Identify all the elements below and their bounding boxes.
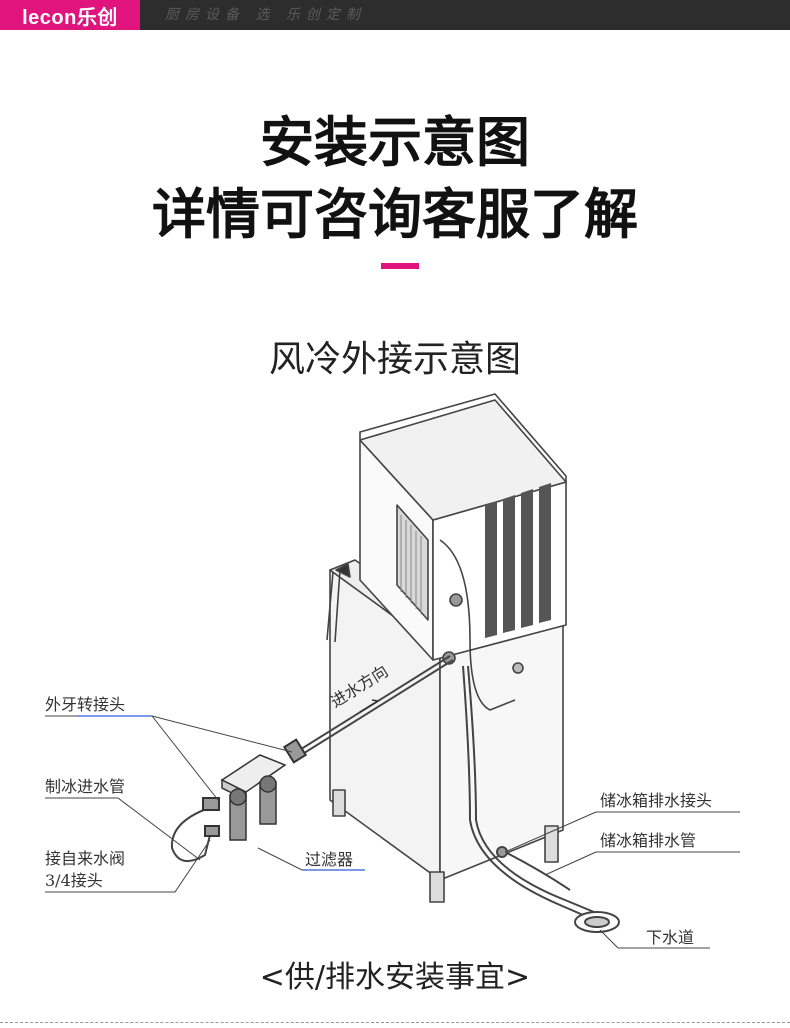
label-storage-drain-pipe: 储冰箱排水管 xyxy=(600,831,696,850)
installation-diagram: 进水方向 外牙转接头 制冰进水管 接自来水阀 3/4接头 过滤器 储冰箱排水接头… xyxy=(45,393,740,949)
brand-logo[interactable]: lecon乐创 xyxy=(0,0,140,30)
label-tap-valve-size: 3/4接头 xyxy=(45,871,103,890)
section-subtitle: 风冷外接示意图 xyxy=(268,339,521,380)
page-title-sub: 详情可咨询客服了解 xyxy=(152,183,638,246)
tap-hose xyxy=(170,797,220,863)
logo-text: lecon乐创 xyxy=(22,6,118,29)
accent-divider xyxy=(381,263,419,269)
label-storage-drain-joint: 储冰箱排水接头 xyxy=(600,791,712,810)
label-external-thread-adapter: 外牙转接头 xyxy=(45,695,125,714)
top-bar: lecon乐创 厨房设备 选 乐创定制 xyxy=(0,0,790,30)
bottom-caption: <供/排水安装事宜> xyxy=(259,960,531,995)
filter-assembly xyxy=(220,754,287,841)
inflow-arrow-icon xyxy=(359,699,379,713)
label-ice-inlet-pipe: 制冰进水管 xyxy=(45,777,125,796)
label-sewer: 下水道 xyxy=(646,928,694,947)
label-filter: 过滤器 xyxy=(305,850,353,869)
drain-hose xyxy=(462,665,620,933)
label-tap-valve: 接自来水阀 xyxy=(45,849,125,868)
ice-machine xyxy=(326,393,567,903)
dashed-divider xyxy=(0,1022,790,1023)
slogan: 厨房设备 选 乐创定制 xyxy=(165,7,366,23)
page-title: 安装示意图 xyxy=(260,111,530,174)
label-underlines xyxy=(78,715,365,871)
